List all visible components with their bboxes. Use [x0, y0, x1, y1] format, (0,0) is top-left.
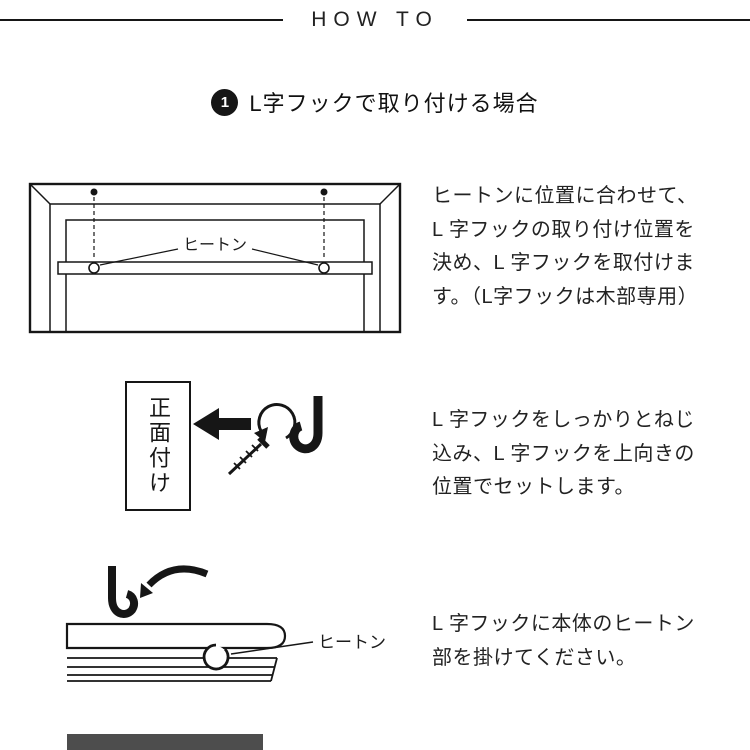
heaton-eye-left — [88, 262, 100, 274]
step1-description: ヒートンに位置に合わせて、 L 字フックの取り付け位置を 決め、L 字フックを取… — [432, 185, 699, 308]
screw-icon — [227, 436, 270, 476]
heaton-label-step3: ヒートン — [318, 633, 386, 652]
window-opening — [65, 219, 365, 333]
step1-illustration: ヒートン — [28, 176, 404, 334]
l-hook-icon — [289, 396, 323, 454]
screw-position-dots — [90, 188, 328, 196]
step2-illustration: 正面付け — [125, 378, 353, 514]
screen-slats — [67, 657, 278, 682]
heaton-eye-fill — [205, 646, 227, 668]
header-rule-left — [0, 19, 284, 21]
step3-description: L 字フックに本体のヒートン 部を掛けてください。 — [432, 613, 695, 669]
alignment-dashed-lines — [93, 197, 325, 260]
section-title: L字フックで取り付ける場合 — [249, 91, 539, 116]
screw-hook-drawing — [193, 396, 323, 476]
howto-header: HOW TO — [0, 8, 750, 32]
heaton-eye-icon — [202, 643, 230, 671]
mounting-board — [57, 261, 373, 275]
curved-arrow-icon — [140, 565, 209, 598]
step3-illustration: ヒートン — [55, 558, 427, 750]
rotation-arrow-icon — [254, 403, 297, 442]
frame-miter-left — [29, 183, 51, 205]
position-dot-left — [90, 188, 98, 196]
window-outer-frame — [28, 182, 402, 334]
window-frame-drawing: ヒートン — [28, 182, 402, 334]
frame-miter-right — [379, 183, 401, 205]
position-dot-right — [320, 188, 328, 196]
front-mount-box: 正面付け — [125, 381, 191, 511]
label-pointer-lines — [99, 248, 319, 266]
label-pointer-line — [230, 641, 314, 655]
l-hook-icon — [108, 566, 139, 618]
heaton-eye-right — [318, 262, 330, 274]
step2-description: L 字フックをしっかりとねじ 込み、L 字フックを上向きの 位置でセットします。 — [432, 409, 695, 498]
page-title: HOW TO — [311, 8, 439, 31]
header-rule-right — [466, 19, 750, 21]
front-mount-label: 正面付け — [146, 396, 171, 496]
section-heading: 1 L字フックで取り付ける場合 — [0, 86, 750, 118]
heaton-label-step1: ヒートン — [183, 237, 247, 254]
left-arrow-icon — [193, 408, 251, 440]
hang-on-hook-drawing: ヒートン — [65, 565, 386, 750]
step-number-badge: 1 — [211, 88, 239, 116]
headrail — [65, 622, 287, 650]
screen-bottom-bar — [67, 734, 263, 750]
